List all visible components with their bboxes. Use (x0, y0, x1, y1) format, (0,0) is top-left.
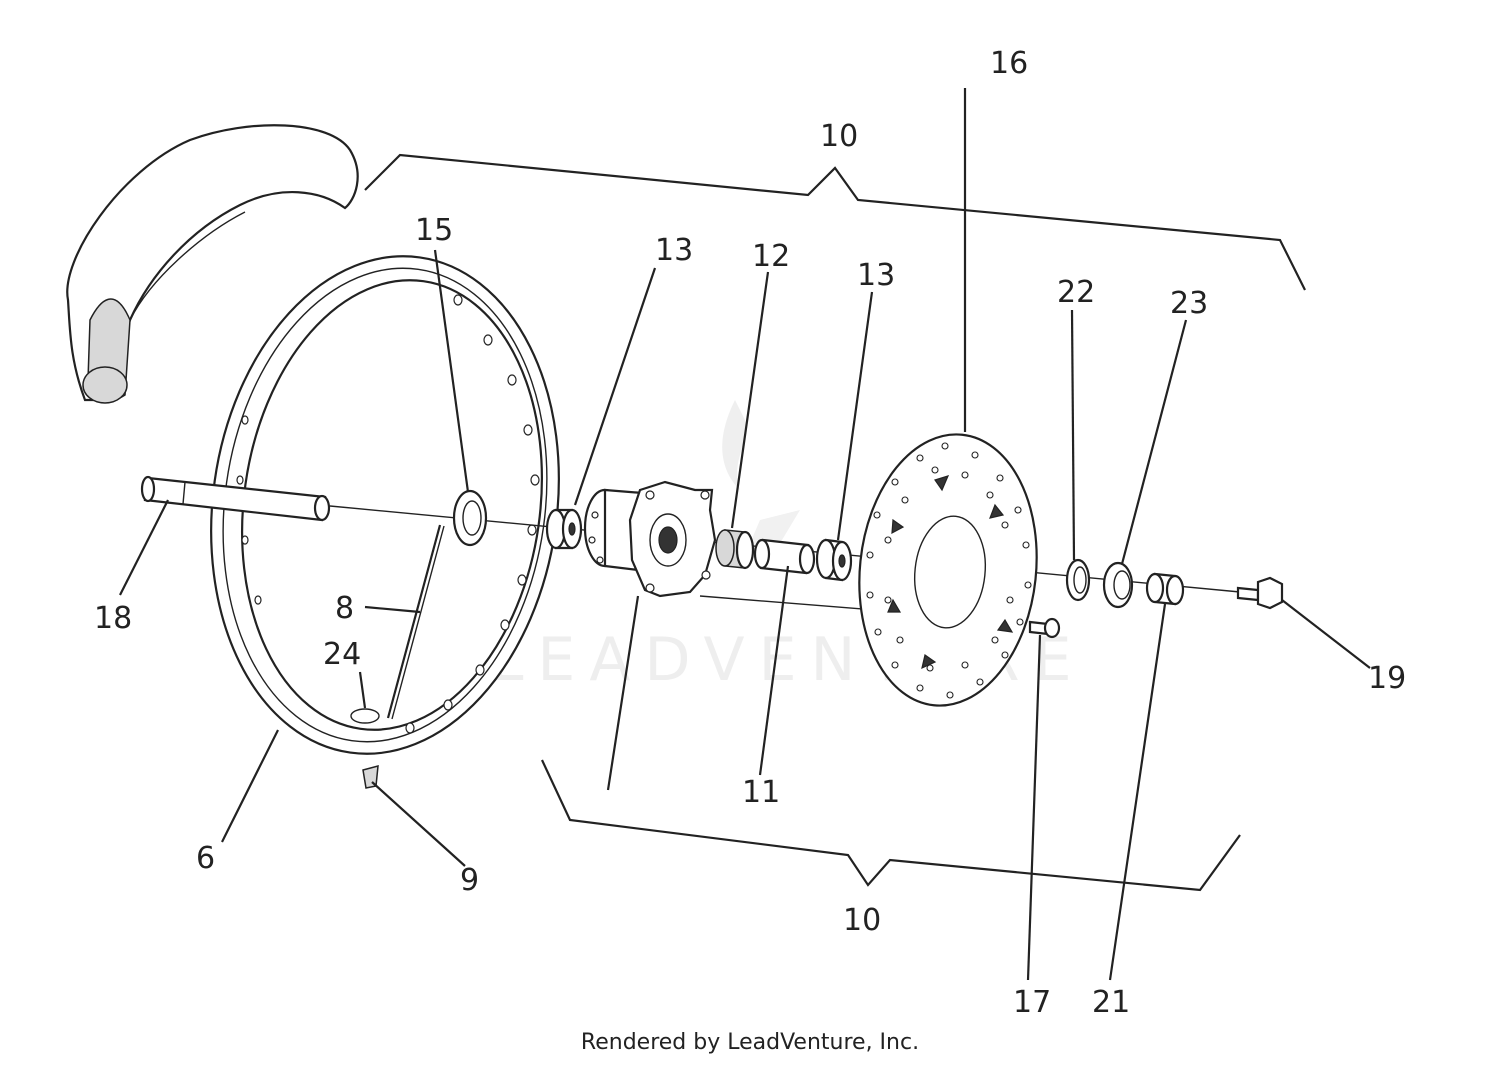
bearing-left (545, 508, 583, 550)
bracket-10-top (364, 153, 1306, 291)
callout-19: 19 (1368, 661, 1406, 696)
callout-10-bottom: 10 (843, 903, 881, 938)
callout-10-top: 10 (820, 119, 858, 154)
spoke (386, 524, 442, 719)
callout-15: 15 (415, 213, 453, 248)
axle-bolt (1236, 576, 1284, 610)
axle (140, 475, 331, 522)
callout-13-right: 13 (857, 258, 895, 293)
callout-21: 21 (1092, 985, 1130, 1020)
callout-8: 8 (335, 591, 354, 626)
callout-17: 17 (1013, 985, 1051, 1020)
circlip (1065, 558, 1091, 602)
seal (452, 489, 488, 547)
callout-16: 16 (990, 46, 1028, 81)
bearing-right (815, 538, 853, 582)
callout-24: 24 (323, 637, 361, 672)
rim-tape (350, 708, 380, 724)
callout-12: 12 (752, 239, 790, 274)
disc-bolt (1028, 617, 1061, 639)
hub (583, 480, 717, 598)
callout-9: 9 (460, 863, 479, 898)
callout-11: 11 (742, 775, 780, 810)
tire (66, 124, 359, 404)
bracket-10-bottom (541, 759, 1241, 892)
wheel-exploded-diagram: LEADVENTURE (66, 46, 1406, 1020)
callout-18: 18 (94, 601, 132, 636)
rim-spoke-holes (236, 294, 540, 734)
brake-disc (858, 433, 1038, 707)
spacer (753, 538, 816, 575)
callout-6: 6 (196, 841, 215, 876)
footer-credit: Rendered by LeadVenture, Inc. (580, 1030, 920, 1055)
callouts: 10 16 15 13 12 13 22 23 18 8 24 19 11 6 … (94, 46, 1406, 1020)
callout-22: 22 (1057, 275, 1095, 310)
leader-lines (119, 88, 1371, 981)
callout-13-left: 13 (655, 233, 693, 268)
needle-bearing (715, 529, 755, 570)
bearing-23 (1102, 561, 1134, 609)
callout-23: 23 (1170, 286, 1208, 321)
collar (1145, 572, 1185, 606)
